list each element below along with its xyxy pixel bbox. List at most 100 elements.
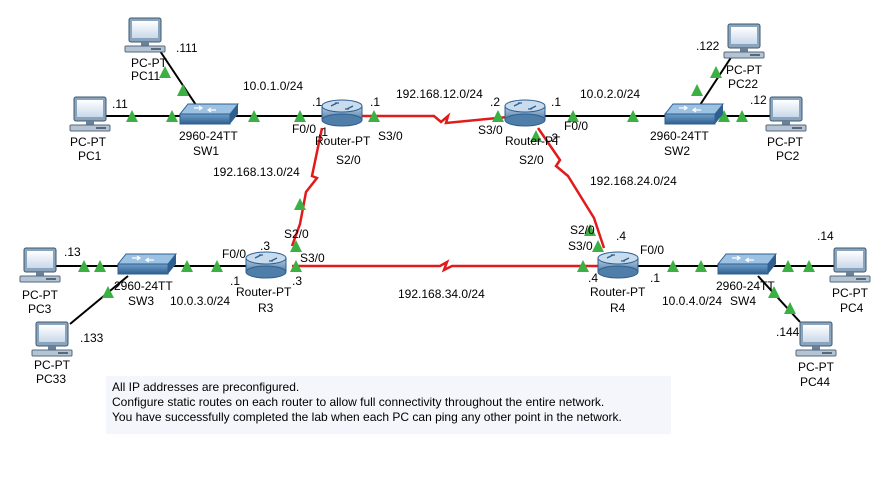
instructions-note: All IP addresses are preconfigured. Conf… [106,376,671,434]
network-label-lan3: 10.0.3.0/24 [170,294,230,308]
sw1-type-label: 2960-24TT [179,129,238,143]
network-label-lan1: 10.0.1.0/24 [243,79,303,93]
r4-f0-label: F0/0 [640,243,664,257]
sw4-type-label: 2960-24TT [716,279,775,293]
link-up-indicator [248,110,260,122]
r1-s2-ip-label: .1 [318,125,328,139]
pc1-icon[interactable] [69,96,111,132]
link-up-indicator [166,110,178,122]
link-up-indicator [159,66,171,78]
link-r2-r4-serial[interactable] [536,127,606,249]
network-label-wan12: 192.168.12.0/24 [396,87,483,101]
link-up-indicator [492,110,504,122]
pc11-name-label: PC11 [131,69,160,83]
router-r4-icon[interactable] [597,251,639,279]
pc44-icon[interactable] [795,321,837,357]
pc33-name-label: PC33 [36,372,66,386]
link-up-indicator [530,130,542,142]
link-sw2-pc22[interactable] [697,55,733,109]
r1-f0-label: F0/0 [292,122,316,136]
link-up-indicator [294,198,306,210]
r4-s3-ip-label: .4 [588,271,598,285]
link-up-indicator [768,286,780,298]
link-up-indicator [577,260,589,272]
note-line-3: You have successfully completed the lab … [112,410,622,424]
r2-f0-label: F0/0 [564,119,588,133]
router-r2-icon[interactable] [504,99,546,127]
pc4-ip-label: .14 [817,229,834,243]
link-up-indicator [211,260,223,272]
pc1-ip-label: .11 [112,97,128,111]
link-up-indicator [803,260,815,272]
r3-f0-label: F0/0 [222,247,246,261]
sw3-name-label: SW3 [128,294,154,308]
pc11-type-label: PC-PT [131,56,168,70]
pc22-type-label: PC-PT [726,63,763,77]
link-r1-r3-serial[interactable] [290,127,324,247]
pc2-name-label: PC2 [776,149,800,163]
network-label-wan13: 192.168.13.0/24 [213,165,300,179]
sw2-type-label: 2960-24TT [650,129,709,143]
r1-f0-ip-label: .1 [312,95,322,109]
pc2-ip-label: .12 [750,93,767,107]
switch-sw1-icon[interactable] [179,103,239,125]
pc11-icon[interactable] [124,17,166,53]
pc3-type-label: PC-PT [22,288,59,302]
pc11-ip-label: .111 [176,41,198,55]
r1-type-label: Router-PT [315,134,371,148]
r3-s3-label: S3/0 [300,251,325,265]
link-up-indicator [691,84,703,96]
link-up-indicator [102,286,114,298]
network-label-wan24: 192.168.24.0/24 [590,174,677,188]
link-status-indicators [78,66,815,314]
pc33-icon[interactable] [31,321,73,357]
switch-sw4-icon[interactable] [717,253,777,275]
link-pc11-sw1[interactable] [157,47,199,109]
r3-name-label: R3 [258,301,274,315]
switch-sw2-icon[interactable] [664,103,724,125]
link-r3-r4-serial[interactable] [292,259,606,273]
link-up-indicator [627,110,639,122]
r4-type-label: Router-PT [590,285,646,299]
pc22-icon[interactable] [723,23,765,59]
link-up-indicator [567,110,579,122]
pc1-name-label: PC1 [78,149,102,163]
sw4-name-label: SW4 [730,294,756,308]
pc22-name-label: PC22 [728,77,758,91]
pc3-ip-label: .13 [64,245,81,259]
pc33-type-label: PC-PT [34,358,71,372]
network-label-lan2: 10.0.2.0/24 [580,87,640,101]
switch-sw3-icon[interactable] [117,253,177,275]
pc33-ip-label: .133 [80,331,104,345]
r3-s2-ip-label: .3 [260,239,270,253]
r2-s2-ip-label: .2 [548,131,558,145]
router-r3-icon[interactable] [245,251,287,279]
r2-type-label: Router-PT [505,134,561,148]
link-up-indicator [584,224,596,236]
pc22-ip-label: .122 [696,39,720,53]
link-up-indicator [181,260,193,272]
link-sw4-pc44[interactable] [757,275,801,323]
network-label-wan34: 192.168.34.0/24 [398,287,485,301]
r4-f0-ip-label: .1 [650,271,660,285]
link-up-indicator [94,260,106,272]
serial-links [290,112,606,273]
link-up-indicator [290,240,302,252]
r3-s2-label: S2/0 [284,227,309,241]
link-sw3-pc33[interactable] [69,275,129,325]
link-up-indicator [78,260,90,272]
pc1-type-label: PC-PT [70,135,107,149]
r1-s2-label: S2/0 [336,153,361,167]
router-r1-icon[interactable] [321,99,363,127]
pc4-icon[interactable] [829,247,871,283]
pc4-type-label: PC-PT [832,286,869,300]
sw3-type-label: 2960-24TT [114,279,173,293]
r3-s3-ip-label: .3 [292,274,302,288]
r4-s2-label: S2/0 [570,223,595,237]
pc2-icon[interactable] [765,96,807,132]
link-r1-r2-serial[interactable] [360,112,519,125]
link-up-indicator [294,110,306,122]
link-up-indicator [592,240,604,252]
pc3-icon[interactable] [19,247,61,283]
